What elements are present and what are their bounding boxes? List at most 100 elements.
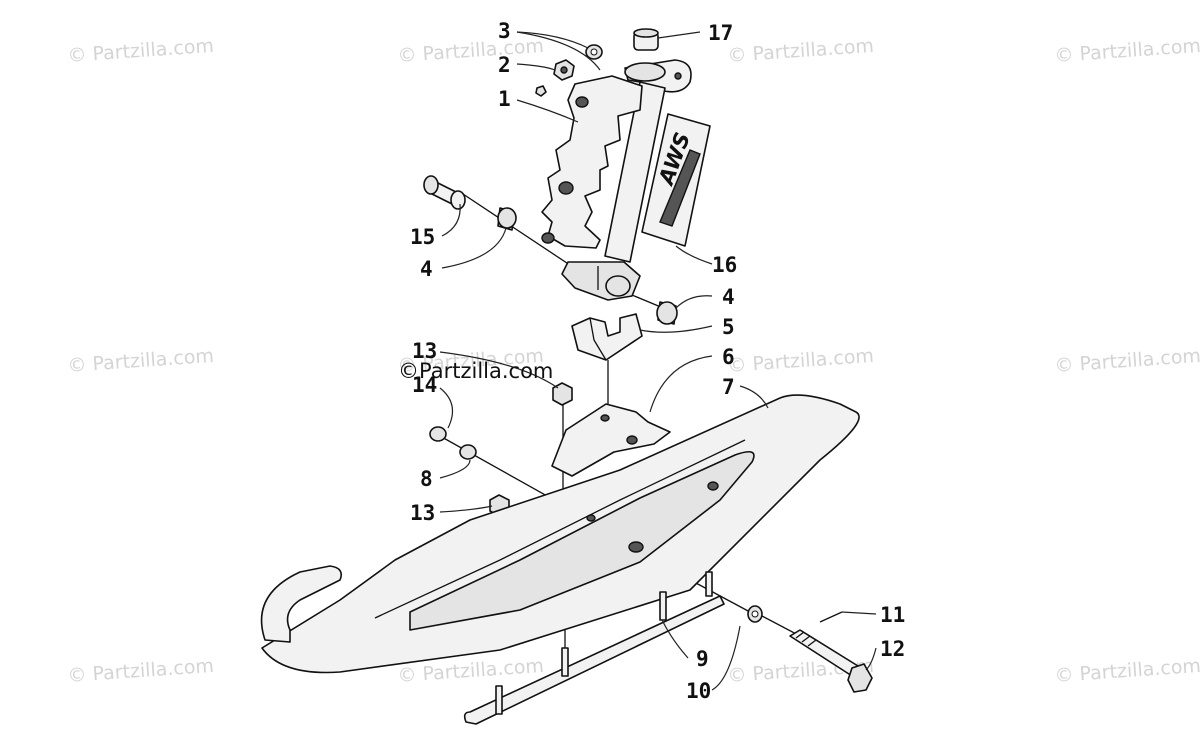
ski-hole xyxy=(707,481,719,491)
ski-loop xyxy=(260,565,343,643)
bolt-hole xyxy=(558,181,574,195)
leader-2 xyxy=(516,63,556,71)
bar-body xyxy=(463,595,725,725)
leader-13a xyxy=(439,351,559,389)
leader-7 xyxy=(739,385,769,409)
leader-17 xyxy=(657,31,701,39)
ski-hole xyxy=(586,514,596,522)
leader-15 xyxy=(441,203,461,237)
bar-stud xyxy=(705,571,713,597)
bracket-hole xyxy=(600,414,610,422)
callout-11: 11 xyxy=(880,603,905,627)
ski-hole xyxy=(628,541,644,553)
leader-6 xyxy=(649,355,713,413)
bar-stud xyxy=(561,647,569,677)
callout-10: 10 xyxy=(686,679,711,703)
callout-4: 4 xyxy=(722,285,735,309)
callout-14: 14 xyxy=(412,373,437,397)
small-nut xyxy=(535,85,547,97)
bracket-hole xyxy=(626,435,638,445)
decal-sticker xyxy=(641,113,711,247)
callout-8: 8 xyxy=(420,467,433,491)
spacer-left xyxy=(497,207,517,231)
flange-nut xyxy=(552,382,573,406)
callout-5: 5 xyxy=(722,315,735,339)
leader-1 xyxy=(516,99,579,123)
saddle-body xyxy=(571,313,643,361)
bar-stud xyxy=(495,685,503,715)
saddle-block xyxy=(571,313,643,361)
pivot-bolt xyxy=(789,629,873,693)
bushing-end xyxy=(423,175,439,195)
foot-boss xyxy=(605,275,631,297)
steering-arm xyxy=(624,28,692,93)
saddle-edge xyxy=(589,317,607,361)
leader-3 xyxy=(516,31,601,71)
cap-top xyxy=(633,28,659,38)
leader-13b xyxy=(439,505,493,513)
callout-4: 4 xyxy=(420,257,433,281)
bushing-end xyxy=(450,190,466,210)
ski xyxy=(260,394,860,674)
watermark: © Partzilla.com xyxy=(727,35,875,67)
washer-hole xyxy=(751,610,759,618)
leader-lines xyxy=(439,31,877,691)
callout-15: 15 xyxy=(410,225,435,249)
bushing-8 xyxy=(459,444,477,460)
bolt-head xyxy=(847,663,873,693)
leader-16 xyxy=(675,245,713,265)
bushing-14 xyxy=(429,426,447,442)
watermark: © Partzilla.com xyxy=(1054,655,1200,687)
watermark: © Partzilla.com xyxy=(67,655,215,687)
bracket-body xyxy=(551,403,671,477)
bolt-thread xyxy=(795,631,817,647)
leader-8 xyxy=(439,459,471,479)
spindle xyxy=(541,75,666,301)
decal: AWS xyxy=(641,113,711,247)
cotter-pin xyxy=(819,611,843,623)
callout-9: 9 xyxy=(696,647,709,671)
callout-16: 16 xyxy=(712,253,737,277)
leader-4b xyxy=(675,295,713,309)
watermark: © Partzilla.com xyxy=(397,35,545,67)
bushing-left xyxy=(423,175,466,210)
spacer-face xyxy=(497,207,517,229)
watermark: © Partzilla.com xyxy=(67,345,215,377)
ski-bracket xyxy=(551,403,671,477)
callout-1: 1 xyxy=(498,87,511,111)
watermark: © Partzilla.com xyxy=(1054,35,1200,67)
leader-14 xyxy=(439,387,454,429)
callout-2: 2 xyxy=(498,53,511,77)
watermark: © Partzilla.com xyxy=(1054,345,1200,377)
bolt-hole xyxy=(541,232,555,244)
spindle-tube xyxy=(604,81,666,263)
ski-body xyxy=(261,394,860,674)
leader-10 xyxy=(711,625,741,691)
watermark: © Partzilla.com xyxy=(727,345,875,377)
callout-labels: 17 3 2 1 15 4 16 4 5 13 6 14 7 8 13 11 1… xyxy=(410,19,905,703)
leader-5 xyxy=(639,325,713,333)
callout-13: 13 xyxy=(412,339,437,363)
ski-groove xyxy=(374,439,746,619)
watermark-layer: © Partzilla.com © Partzilla.com © Partzi… xyxy=(67,35,1200,687)
axis-line xyxy=(761,615,801,637)
watermark: © Partzilla.com xyxy=(67,35,215,67)
callout-7: 7 xyxy=(722,375,735,399)
callout-12: 12 xyxy=(880,637,905,661)
callout-17: 17 xyxy=(708,21,733,45)
wear-bar xyxy=(463,571,725,725)
ski-recess xyxy=(409,450,755,631)
callout-6: 6 xyxy=(722,345,735,369)
leader-4a xyxy=(441,227,507,269)
spacer-face xyxy=(656,301,678,325)
leader-9 xyxy=(661,619,689,659)
arm-hole xyxy=(674,72,682,80)
bar-stud xyxy=(659,591,667,621)
washer-hole xyxy=(590,48,598,56)
callout-13: 13 xyxy=(410,501,435,525)
nut-hole xyxy=(560,66,568,74)
spindle-body xyxy=(541,75,643,249)
spacer-right xyxy=(656,301,678,325)
decal-stripe xyxy=(659,149,701,227)
center-watermark: ©Partzilla.com xyxy=(398,359,553,383)
